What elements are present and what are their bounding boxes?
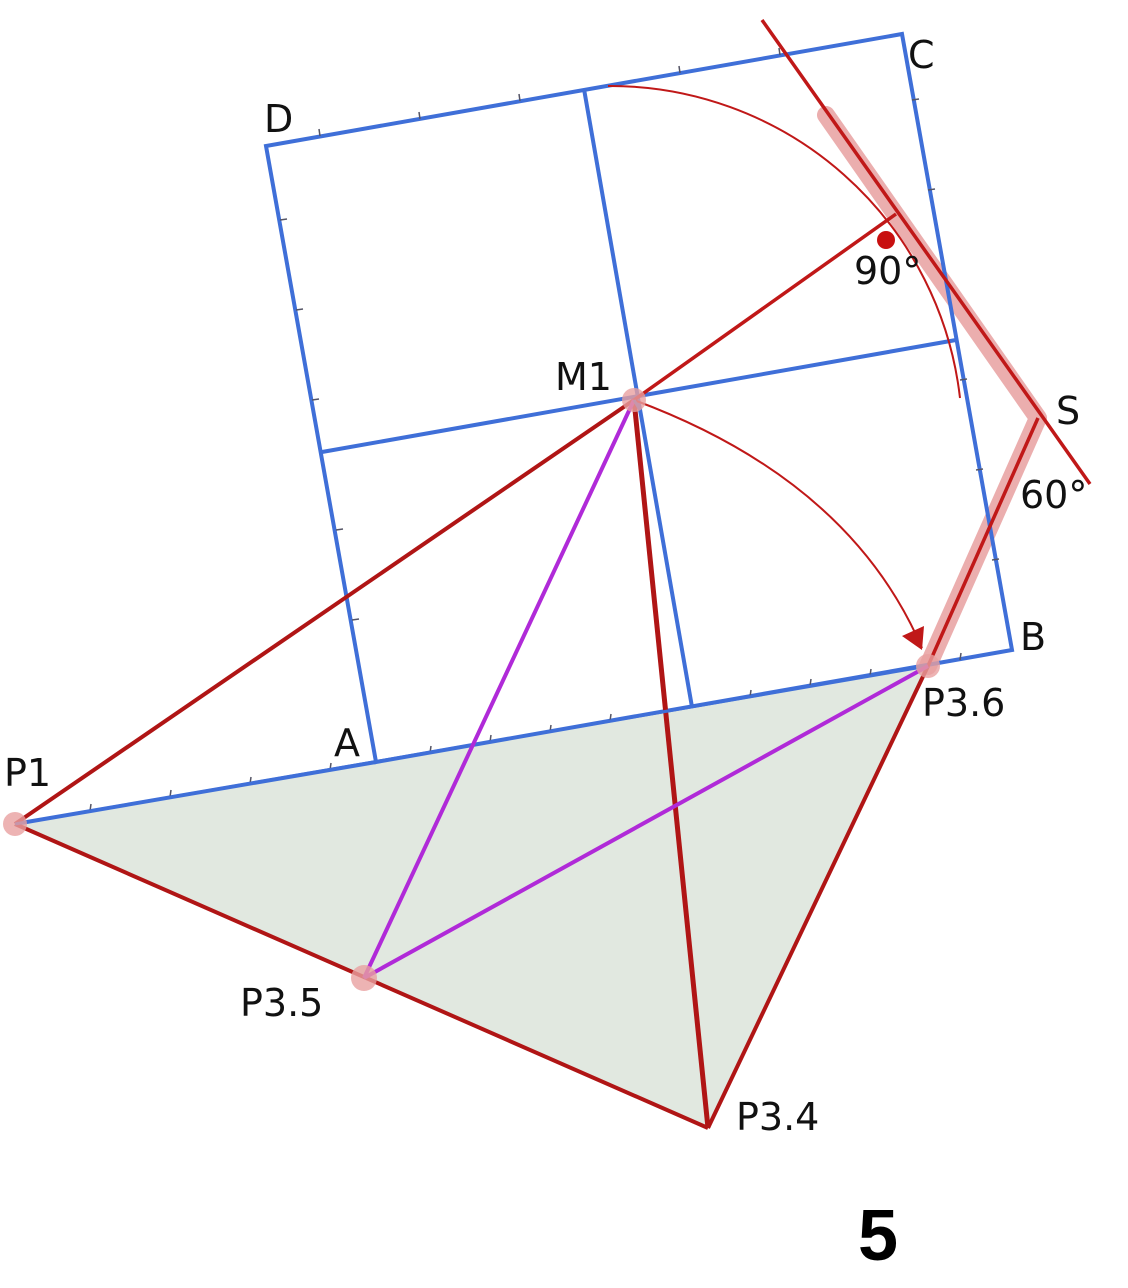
label-a: A bbox=[334, 721, 360, 765]
label-p34: P3.4 bbox=[736, 1095, 819, 1139]
construction-line-c-s bbox=[760, 18, 1092, 486]
arc-arrowhead bbox=[902, 626, 924, 650]
construction-arc-upper bbox=[607, 84, 961, 399]
label-s: S bbox=[1056, 389, 1080, 433]
point-p1 bbox=[3, 812, 27, 836]
label-d: D bbox=[264, 97, 293, 141]
right-angle-dot bbox=[877, 231, 895, 249]
label-p35: P3.5 bbox=[240, 981, 323, 1025]
construction-line-m1-foot bbox=[632, 212, 898, 402]
label-b: B bbox=[1020, 615, 1046, 659]
label-m1: M1 bbox=[555, 355, 612, 399]
point-p36 bbox=[916, 654, 940, 678]
edge-p1-m1 bbox=[13, 398, 636, 826]
label-p36: P3.6 bbox=[922, 681, 1005, 725]
construction-arc-lower bbox=[633, 399, 923, 649]
median-p35-p36 bbox=[363, 664, 929, 980]
construction-line-s-p36 bbox=[926, 417, 1040, 667]
point-m1 bbox=[622, 388, 646, 412]
label-angle-60: 60° bbox=[1020, 473, 1087, 517]
label-p1: P1 bbox=[4, 751, 51, 795]
triangle-fill bbox=[15, 666, 928, 1128]
point-p35 bbox=[351, 965, 377, 991]
edge-m1-p34 bbox=[631, 399, 711, 1129]
label-angle-90: 90° bbox=[854, 249, 921, 293]
label-c: C bbox=[908, 33, 935, 77]
median-m1-p35 bbox=[362, 399, 636, 979]
edge-p34-p36 bbox=[706, 665, 930, 1129]
figure-number: 5 bbox=[858, 1196, 898, 1276]
